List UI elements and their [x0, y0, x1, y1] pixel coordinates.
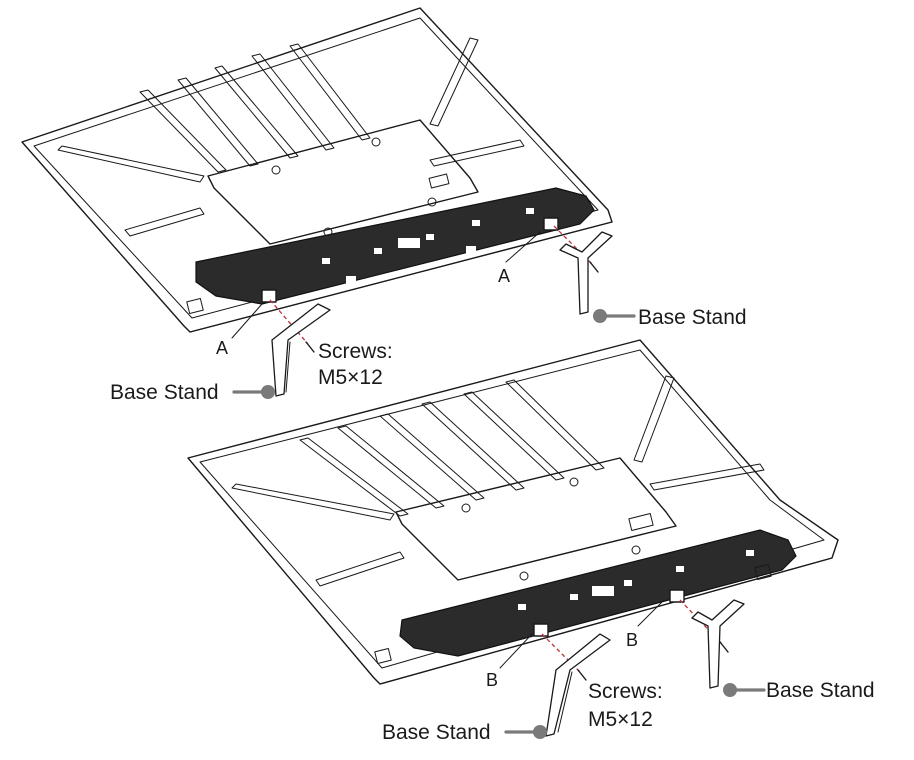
labels-top: A A Base Stand Screws: M5×12 Base Stand — [110, 231, 747, 404]
base-stand-label-top-left: Base Stand — [110, 381, 219, 404]
screws-label-top-line1: Screws: — [318, 340, 393, 363]
base-stand-label-top-right: Base Stand — [638, 306, 747, 329]
base-stand-label-bottom-left: Base Stand — [382, 721, 491, 744]
screws-label-bottom-line1: Screws: — [588, 680, 663, 703]
tv-assembly-top — [21, 7, 613, 397]
point-label-a-left: A — [216, 338, 228, 358]
point-label-a-right: A — [498, 266, 510, 286]
center-plate-bottom — [395, 457, 677, 581]
mount-point-b-right — [669, 589, 685, 603]
base-stand-top-right — [559, 231, 613, 315]
panel-clips-top — [322, 208, 534, 284]
tv-assembly-bottom — [187, 339, 839, 737]
labels-bottom: B B Base Stand Screws: M5×12 Base Stand — [382, 599, 875, 744]
speaker-panel-top — [195, 187, 595, 305]
center-plate-top — [207, 119, 479, 245]
base-stand-bottom-right — [691, 599, 745, 689]
base-stand-bottom-left — [545, 633, 611, 737]
point-label-b-left: B — [486, 670, 498, 690]
base-stand-label-bottom-right: Base Stand — [766, 679, 875, 702]
base-stand-top-left — [271, 303, 331, 397]
screws-label-top-line2: M5×12 — [318, 366, 383, 389]
mount-point-b-left — [533, 623, 549, 637]
screws-label-bottom-line2: M5×12 — [588, 708, 653, 731]
mount-point-a-left — [261, 289, 277, 303]
point-label-b-right: B — [626, 630, 638, 650]
back-ribs-bottom — [231, 375, 765, 587]
back-ribs-top — [57, 37, 525, 237]
panel-clips-bottom — [518, 550, 754, 610]
